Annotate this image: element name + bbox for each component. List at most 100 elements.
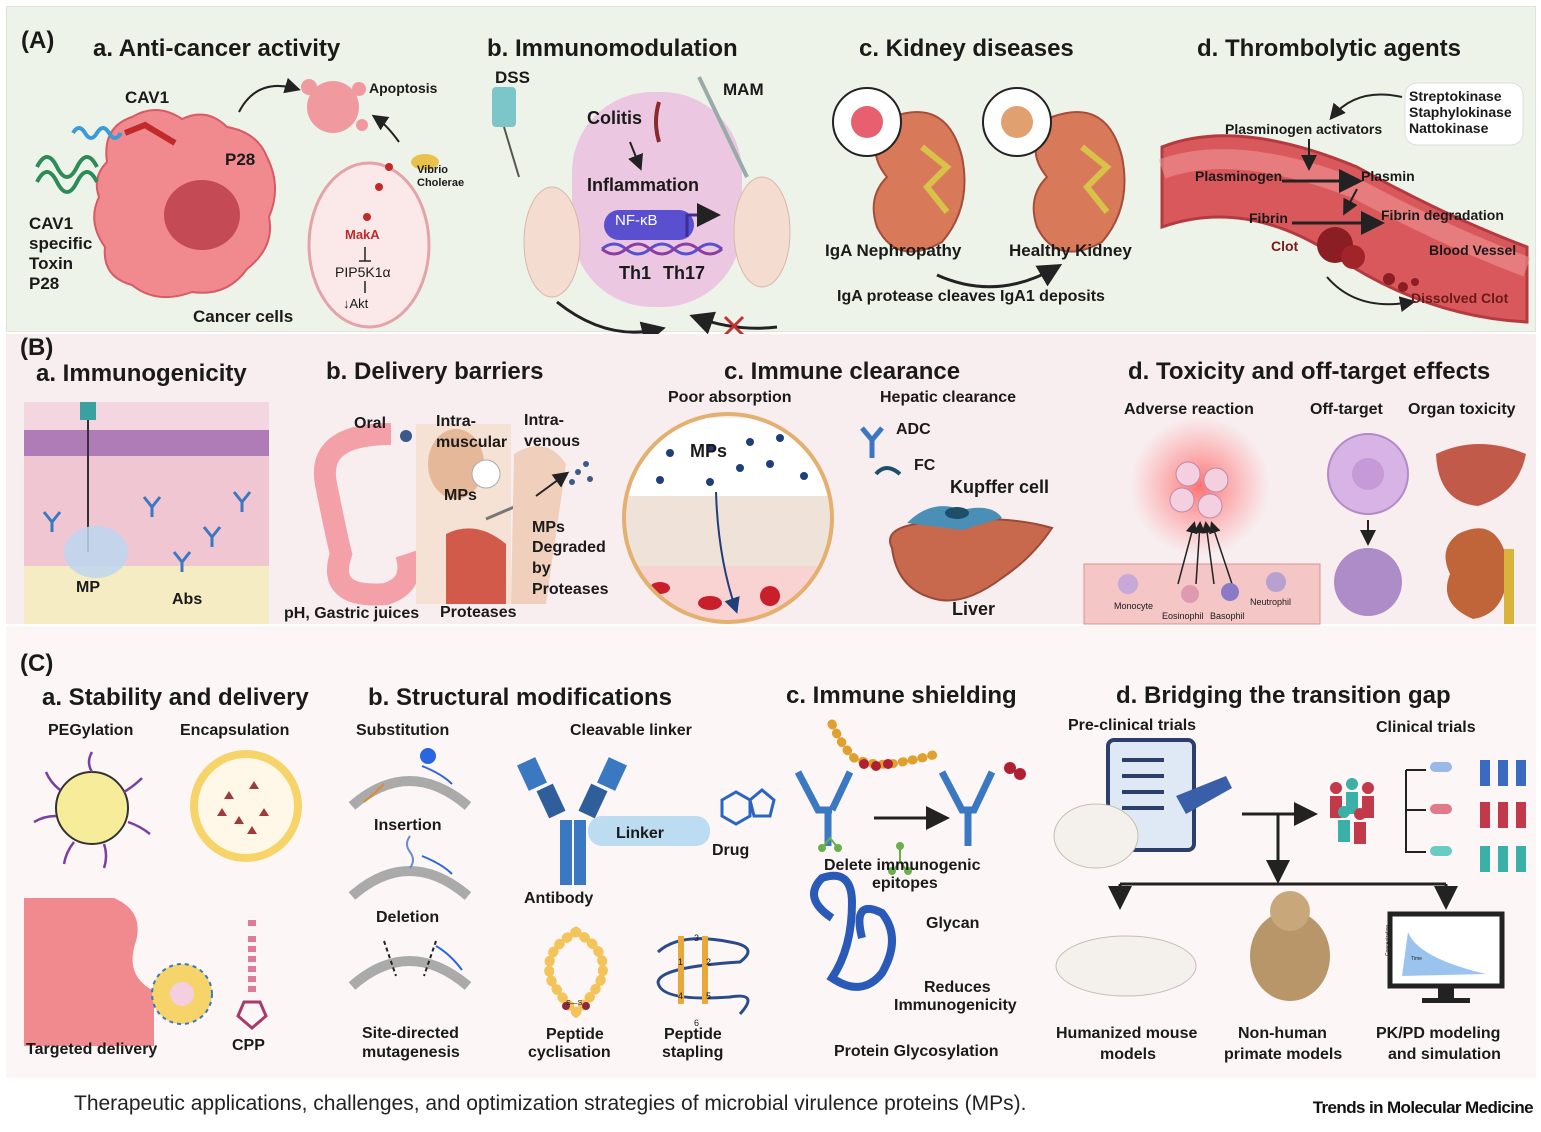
th17-label: Th17: [663, 263, 706, 283]
pegylation-core-icon: [55, 771, 129, 845]
mouse-model-label-2: models: [1100, 1046, 1157, 1063]
kupffer-label: Kupffer cell: [950, 477, 1050, 497]
iv-label-1: Intra-: [524, 412, 564, 429]
fat-layer: [24, 566, 269, 624]
abs-label: Abs: [172, 591, 203, 608]
stapling-label-1: Peptide: [664, 1026, 722, 1043]
degraded-label-2: Degraded: [532, 539, 606, 556]
cav1-receptor-icon: [123, 121, 177, 146]
substitution-atom-icon: [420, 748, 436, 764]
hepatic-clearance-label: Hepatic clearance: [880, 389, 1017, 406]
thrombolytic-title: d. Thrombolytic agents: [1197, 35, 1462, 62]
cav1-label: CAV1: [125, 88, 170, 107]
antibody-before-icon: [794, 770, 854, 846]
poor-absorption-label: Poor absorption: [668, 389, 792, 406]
cav1-helix-icon: [71, 126, 123, 140]
off-target-label: Off-target: [1310, 401, 1383, 418]
peptide-illustration: [544, 926, 750, 1019]
immunogenicity-illustration: [24, 402, 269, 624]
th1-label: Th1: [619, 263, 652, 283]
panel-a-label: (A): [21, 27, 55, 54]
figure-caption: Therapeutic applications, challenges, an…: [74, 1092, 1027, 1115]
iv-label-2: venous: [524, 433, 581, 450]
pegylation-label: PEGylation: [48, 722, 134, 739]
panel-b-label: (B): [20, 334, 54, 361]
journal-brand: Trends in Molecular Medicine: [1312, 1098, 1534, 1117]
target-cell-icon: [24, 898, 154, 1046]
agent-staphylokinase: Staphylokinase: [1409, 104, 1512, 120]
iga-kidney-icon: [872, 111, 966, 253]
blood-vessel-shape: [1160, 134, 1529, 324]
fibrin-label: Fibrin: [1249, 210, 1288, 226]
agent-streptokinase: Streptokinase: [1409, 88, 1502, 104]
toxin-label-2: specific: [29, 234, 93, 253]
epithelium-layer: [624, 496, 832, 566]
toxin-helix-icon: [35, 155, 99, 179]
immune-shielding-title: c. Immune shielding: [786, 682, 1017, 709]
person-head-icon: [428, 429, 484, 499]
proteases-label: Proteases: [440, 604, 517, 621]
disulfide-label: S—S: [566, 1000, 583, 1007]
immunomodulation-title: b. Immunomodulation: [487, 35, 738, 62]
immune-clearance-title: c. Immune clearance: [724, 358, 961, 385]
drug-molecule-icon: [720, 790, 752, 826]
drug-label: Drug: [712, 842, 750, 859]
colitis-label: Colitis: [587, 108, 643, 128]
antibody-stem: [560, 820, 572, 885]
degraded-label-3: by: [532, 560, 551, 577]
degraded-label-1: MPs: [532, 519, 565, 536]
vibrio-label-2: Cholerae: [417, 177, 465, 189]
bridging-illustration: [1053, 738, 1526, 1003]
kidney-toxicity-icon: [1445, 528, 1508, 619]
linker-label: Linker: [616, 825, 665, 842]
basophil-label: Basophil: [1210, 611, 1245, 621]
cleavable-linker-label: Cleavable linker: [570, 722, 692, 739]
damaged-cell-icon: [1334, 548, 1402, 616]
mp-bubble: [64, 526, 128, 578]
deletion-label: Deletion: [376, 909, 440, 926]
p28-label: P28: [225, 150, 256, 169]
plasminogen-label: Plasminogen: [1195, 168, 1283, 184]
mam-label: MAM: [723, 80, 764, 99]
targeted-delivery-label: Targeted delivery: [26, 1041, 158, 1058]
delete-epitopes-label-2: epitopes: [872, 875, 938, 892]
healthy-kidney-label: Healthy Kidney: [1009, 241, 1132, 260]
antibody-arm-left: [517, 757, 547, 791]
cpp-label: CPP: [232, 1037, 265, 1054]
nfkb-label: NF-κB: [615, 212, 658, 229]
apoptosis-cell-icon: [307, 81, 359, 133]
antibody-label: Antibody: [524, 890, 594, 907]
linker-bar: [588, 816, 710, 846]
reduces-label-2: Immunogenicity: [894, 997, 1017, 1014]
cancer-cell-nucleus: [164, 180, 240, 250]
clot-label: Clot: [1271, 238, 1299, 254]
nfkb-shape: [604, 210, 694, 240]
panel-c: (C) a. Stability and delivery PEGylation…: [6, 626, 1536, 1078]
pill-red-icon: [1430, 804, 1452, 814]
akt-label: ↓Akt: [343, 296, 369, 311]
stability-title: a. Stability and delivery: [42, 684, 309, 711]
fc-receptor-icon: [874, 466, 902, 476]
primate-icon: [1250, 911, 1330, 1001]
degraded-label-4: Proteases: [532, 581, 609, 598]
toxin-label-4: P28: [29, 274, 60, 293]
delivery-barriers-title: b. Delivery barriers: [326, 358, 544, 385]
primate-label-1: Non-human: [1238, 1025, 1327, 1042]
staple-num-6: 6: [694, 1018, 700, 1028]
toxicity-title: d. Toxicity and off-target effects: [1128, 358, 1491, 385]
mouse-left-icon: [523, 186, 581, 298]
stapled-peptide-icon: [656, 937, 750, 1016]
stability-illustration: [24, 750, 302, 1046]
substitution-label: Substitution: [356, 722, 450, 739]
deletion-arc: [348, 956, 472, 990]
epitope-chain-icon: [827, 719, 941, 769]
staple-num-2: 2: [706, 957, 712, 967]
mp-label: MP: [76, 579, 100, 596]
antibody-arm-right: [597, 757, 627, 791]
antibody-after-icon: [938, 770, 996, 846]
stapling-label-2: stapling: [662, 1044, 724, 1061]
delivery-mps-label: MPs: [444, 487, 477, 504]
absorption-illustration: [622, 412, 834, 624]
colitis-intestine-icon: [654, 101, 661, 143]
toxin-label-1: CAV1: [29, 214, 74, 233]
